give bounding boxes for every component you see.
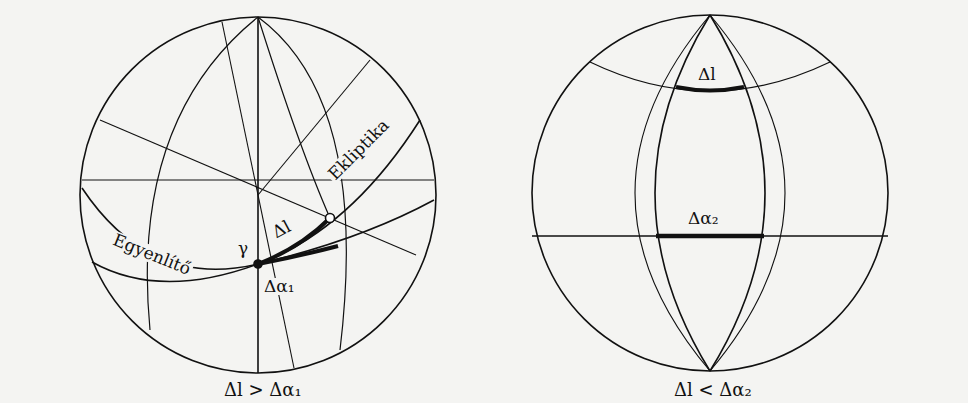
- parallel-circle: [590, 62, 830, 91]
- delta-alpha-segment: [656, 234, 764, 239]
- comparison-label: Δl < Δα₂: [672, 381, 754, 399]
- ecliptic-label: Ekliptika: [324, 115, 393, 184]
- meridian-arc: [710, 15, 785, 371]
- ecliptic-point: [326, 214, 335, 223]
- vernal-point: [254, 260, 262, 268]
- meridian-arc: [258, 17, 346, 350]
- sphere-outline: [532, 15, 888, 371]
- delta-alpha-segment: [258, 246, 338, 264]
- diameter-line: [258, 60, 370, 195]
- meridian-arc: [710, 15, 765, 371]
- delta-l-segment: [676, 87, 744, 91]
- delta-alpha-label: Δα₂: [686, 210, 721, 227]
- delta-alpha-label: Δα₁: [262, 278, 297, 295]
- sphere-outline: [80, 17, 436, 373]
- meridian-arc: [147, 17, 258, 330]
- equator-line: [532, 235, 888, 237]
- equator-label: Egyenlítő: [109, 231, 195, 279]
- vernal-point-label: γ: [236, 240, 250, 257]
- delta-l-label: Δl: [696, 66, 718, 83]
- comparison-label: Δl > Δα₁: [222, 381, 304, 399]
- delta-l-label: Δl: [268, 217, 295, 242]
- hour-circle: [258, 17, 330, 218]
- diameter-line: [82, 179, 434, 180]
